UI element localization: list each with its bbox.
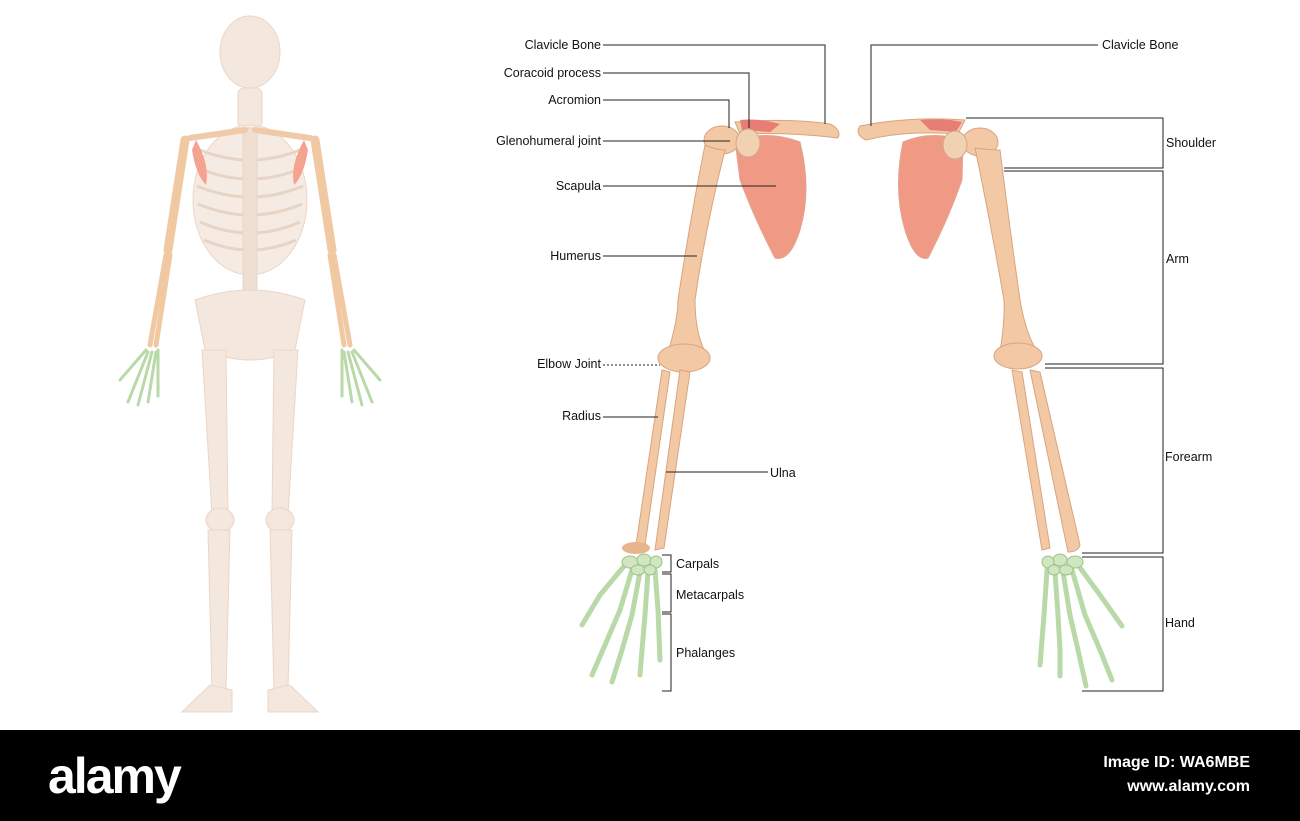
label-scapula: Scapula [555,179,601,193]
label-metacarpals: Metacarpals [676,588,745,602]
label-clavicle-left: Clavicle Bone [524,38,601,52]
right-arm-bones [857,118,1125,689]
label-elbow-joint: Elbow Joint [537,357,601,371]
label-coracoid-process: Coracoid process [503,66,601,80]
left-humerus [667,144,726,353]
label-hand: Hand [1165,616,1195,630]
label-phalanges: Phalanges [676,646,736,660]
pelvis [194,289,306,361]
label-clavicle-right: Clavicle Bone [1102,38,1179,52]
left-knee [205,507,235,533]
site-url: www.alamy.com [1127,778,1250,795]
full-skeleton-arms [118,127,382,407]
right-ulna [1011,369,1051,551]
right-foot [267,684,320,713]
skull [219,15,281,89]
label-radius: Radius [562,409,601,423]
right-tibia [269,529,293,691]
watermark-footer [0,730,1300,821]
right-bracket-lines [870,44,1164,692]
left-hand [579,562,663,685]
label-ulna: Ulna [770,466,796,480]
label-shoulder: Shoulder [1166,136,1217,150]
image-id: Image ID: WA6MBE [1103,754,1250,771]
right-knee [265,507,295,533]
label-forearm: Forearm [1165,450,1213,464]
right-radius [1029,369,1081,553]
left-ulna [654,369,691,551]
label-humerus: Humerus [550,249,601,263]
left-leader-lines [603,44,826,692]
left-femur [201,349,229,516]
neck-vertebrae [237,87,263,129]
spine [242,127,258,304]
diagram-canvas: Clavicle Bone Coracoid process Acromion … [118,15,1217,713]
left-foot [180,684,233,713]
label-arm: Arm [1166,252,1189,266]
alamy-logo: alamy [48,748,182,804]
label-carpals: Carpals [676,557,720,571]
right-humerus [974,147,1036,353]
anatomy-illustration [118,15,1164,713]
full-skeleton [180,15,320,713]
left-tibia [207,529,231,691]
left-scapula [734,134,807,259]
right-scapula [898,135,964,259]
left-arm-bones [579,119,840,685]
label-glenohumeral-joint: Glenohumeral joint [496,134,601,148]
label-acromion: Acromion [548,93,601,107]
right-hand [1037,562,1125,689]
right-femur [271,349,299,516]
